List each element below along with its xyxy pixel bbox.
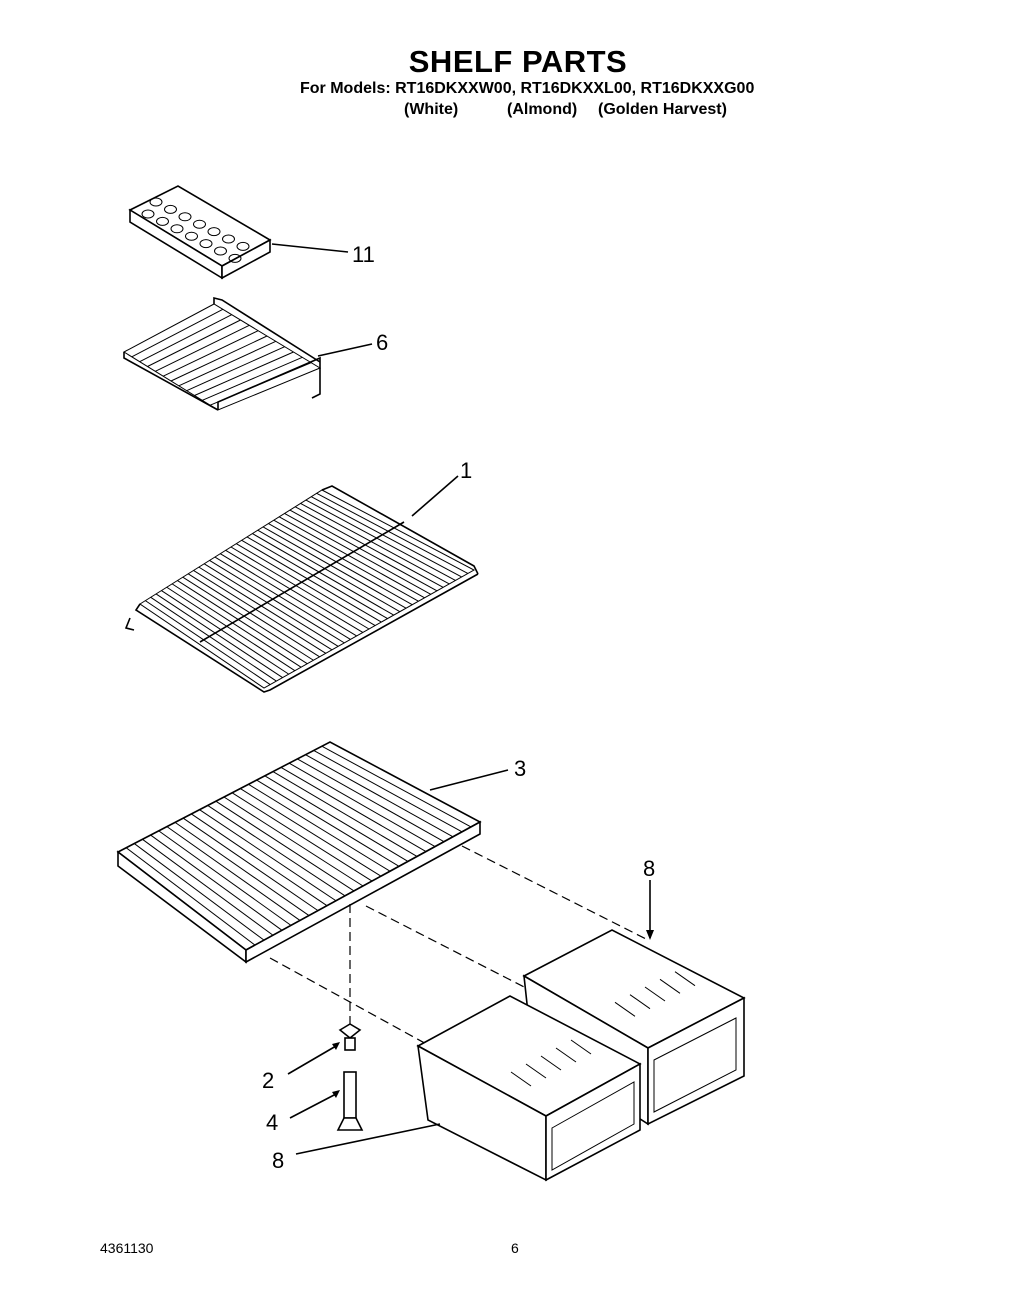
crisper-left-drawing: 8 xyxy=(272,995,642,1182)
color-almond-label: (Almond) xyxy=(507,101,578,118)
color-golden-label: (Golden Harvest) xyxy=(598,101,727,118)
page-title: SHELF PARTS xyxy=(408,44,628,79)
freezer-shelf-drawing: 6 xyxy=(122,296,388,411)
callout-ice-tray: 11 xyxy=(352,242,375,267)
page-number: 6 xyxy=(511,1240,519,1256)
ice-tray-drawing: 11 xyxy=(128,185,375,280)
callout-crisper-cover: 3 xyxy=(514,756,526,781)
crisper-cover-drawing: 3 xyxy=(116,741,526,964)
models-line: For Models: RT16DKXXW00, RT16DKXXL00, RT… xyxy=(300,80,755,97)
color-white-label: (White) xyxy=(404,101,459,118)
callout-support-post: 4 xyxy=(266,1110,278,1135)
document-number: 4361130 xyxy=(100,1240,154,1256)
cover-support-drawing: 2 xyxy=(262,1023,362,1093)
callout-cover-support: 2 xyxy=(262,1068,274,1093)
callout-wire-shelf: 1 xyxy=(460,458,472,483)
callout-freezer-shelf: 6 xyxy=(376,330,388,355)
wire-shelf-drawing: 1 xyxy=(124,458,479,693)
callout-crisper-right: 8 xyxy=(643,856,655,881)
support-post-drawing: 4 xyxy=(266,1071,364,1135)
callout-crisper-left: 8 xyxy=(272,1148,284,1173)
